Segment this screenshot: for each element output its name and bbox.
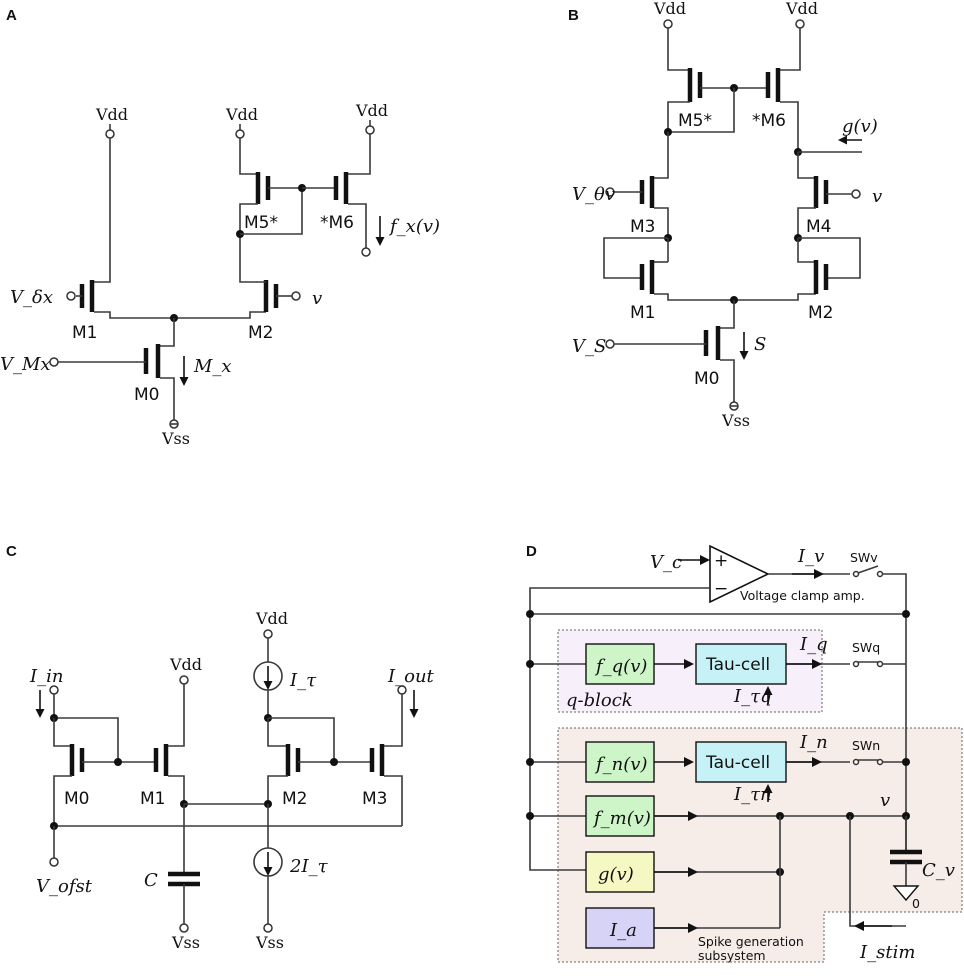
b-current-s: S	[754, 334, 766, 355]
b-m4: M4	[806, 217, 831, 237]
d-itaun: I_τn	[733, 784, 772, 805]
panel-c-label: C	[6, 543, 17, 560]
c-i-in: I_in	[29, 666, 63, 687]
d-g: g(v)	[598, 864, 634, 885]
a-current-mx: M_x	[193, 356, 232, 377]
a-m2: M2	[248, 323, 273, 343]
c-vdd-2: Vdd	[255, 609, 288, 628]
c-vss-2: Vss	[255, 933, 284, 952]
panel-c: C I_in M0 Vdd M1 C Vss	[6, 543, 435, 952]
b-vdd-2: Vdd	[785, 0, 818, 18]
c-cap: C	[144, 870, 158, 891]
b-in-v: v	[872, 186, 882, 207]
panel-b: B Vdd Vdd M5* *M6 g(v) V_θv M3	[568, 0, 882, 430]
b-m1: M1	[630, 303, 655, 323]
a-m1: M1	[72, 323, 97, 343]
c-m1: M1	[140, 789, 165, 809]
b-vdd-1: Vdd	[653, 0, 686, 18]
a-in-v: v	[312, 288, 322, 309]
a-vdd-2: Vdd	[225, 105, 258, 124]
b-m5: M5*	[678, 111, 712, 131]
b-m6: *M6	[752, 111, 786, 131]
panel-a: A Vdd Vdd Vdd V_δx M1 v M2	[0, 7, 440, 448]
g-box	[585, 851, 655, 893]
a-vdd-1: Vdd	[95, 105, 128, 124]
b-m2: M2	[808, 303, 833, 323]
d-swv: SWv	[850, 550, 878, 565]
d-ia: I_a	[609, 920, 637, 941]
c-vdd-1: Vdd	[169, 655, 202, 674]
d-iv: I_v	[797, 546, 824, 567]
c-i-2tau: 2I_τ	[289, 856, 329, 877]
b-vss: Vss	[721, 411, 750, 430]
a-m6: *M6	[320, 213, 354, 233]
d-tau-n: Tau-cell	[705, 753, 770, 773]
a-out: f_x(v)	[388, 216, 440, 237]
a-m0: M0	[134, 385, 159, 405]
c-m3: M3	[362, 789, 387, 809]
d-cv: C_v	[922, 860, 955, 881]
d-itauq: I_τq	[733, 686, 772, 707]
d-istim: I_stim	[859, 942, 915, 963]
fn-box	[585, 741, 655, 783]
d-fm: f_m(v)	[592, 808, 651, 829]
a-vdd-3: Vdd	[355, 101, 388, 120]
d-qblock: q-block	[566, 690, 633, 711]
c-m0: M0	[64, 789, 89, 809]
b-in-theta: V_θv	[572, 184, 615, 205]
d-v: v	[880, 790, 890, 811]
c-i-out: I_out	[387, 666, 435, 687]
b-m0: M0	[694, 369, 719, 389]
b-out: g(v)	[842, 116, 878, 137]
d-spike: Spike generation	[698, 934, 804, 949]
panel-b-label: B	[568, 7, 579, 24]
panel-d: D + − Voltage clamp amp. V_c I_v SWv f_q…	[526, 543, 963, 963]
d-iq: I_q	[799, 634, 828, 655]
amp-label: Voltage clamp amp.	[740, 588, 865, 603]
b-m3: M3	[630, 217, 655, 237]
a-m5: M5*	[244, 213, 278, 233]
c-vofst: V_ofst	[36, 876, 93, 897]
ia-box	[585, 907, 655, 949]
tau-cell-n	[695, 741, 787, 783]
c-m2: M2	[282, 789, 307, 809]
d-swq: SWq	[852, 640, 880, 655]
d-tau-q: Tau-cell	[705, 655, 770, 675]
amp-plus: +	[714, 551, 728, 571]
a-in-mx: V_Mx	[0, 354, 51, 375]
d-vc: V_c	[650, 552, 682, 573]
panel-a-label: A	[6, 7, 17, 24]
c-vss-1: Vss	[171, 933, 200, 952]
b-in-s: V_S	[572, 336, 606, 357]
d-zero: 0	[912, 896, 920, 911]
d-in: I_n	[799, 732, 828, 753]
tau-cell-q	[695, 643, 787, 685]
panel-d-label: D	[526, 543, 537, 560]
d-swn: SWn	[852, 738, 880, 753]
d-fn: f_n(v)	[594, 754, 647, 775]
spike-subsystem-region	[557, 727, 963, 963]
amp-minus: −	[714, 579, 728, 599]
c-i-tau: I_τ	[289, 670, 317, 691]
d-spike2: subsystem	[698, 948, 766, 963]
voltage-clamp-amp	[709, 544, 770, 604]
a-in-delta: V_δx	[10, 287, 53, 308]
d-fq: f_q(v)	[594, 656, 647, 677]
a-vss: Vss	[161, 429, 190, 448]
